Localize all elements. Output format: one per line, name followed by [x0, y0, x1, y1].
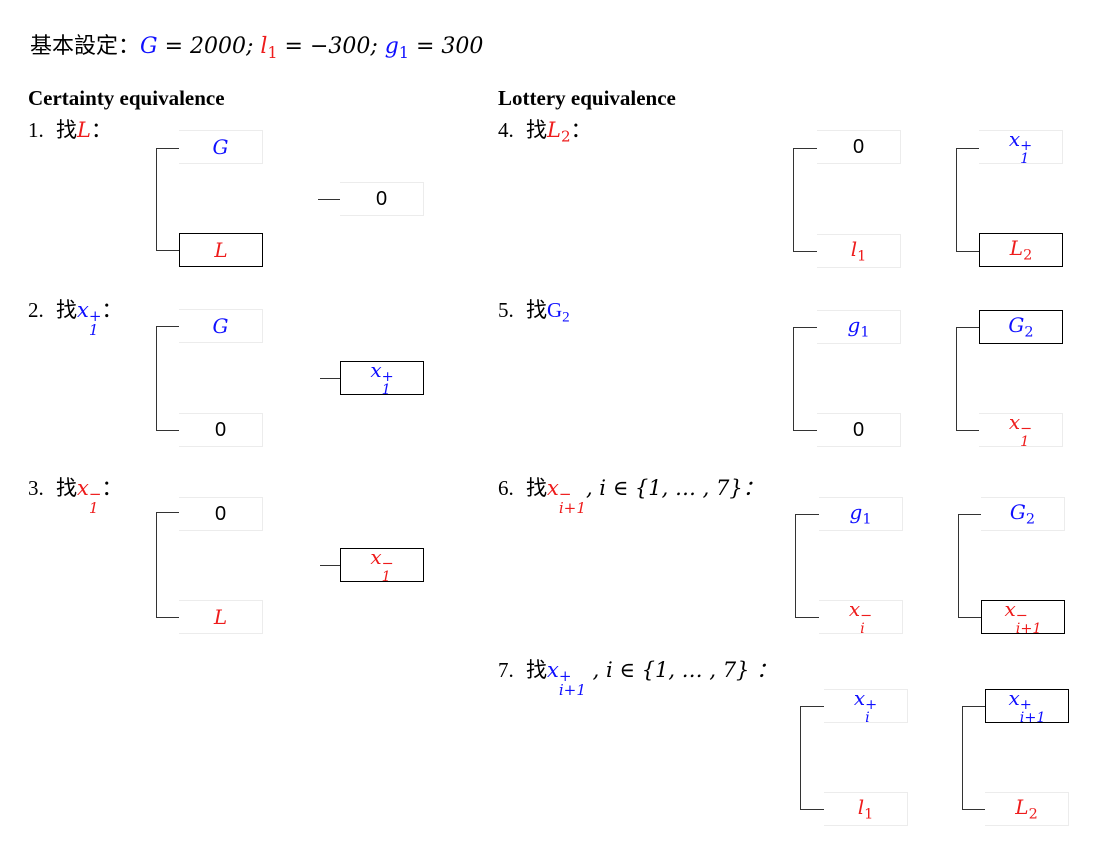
lottery-4a-branch-bottom — [793, 251, 817, 252]
settings-line: 基本設定：G = 2000; l1 = −300; g1 = 300 — [30, 28, 483, 62]
lottery-1-branch-top — [156, 148, 179, 149]
step-2-label: 2.找x+1： — [28, 298, 123, 340]
sure-1-outcome: 0 — [340, 182, 424, 216]
step-3-label: 3.找x−1： — [28, 476, 123, 518]
lottery-7a-outcome-gain: x+i — [824, 686, 908, 725]
lottery-4a-branch-top — [793, 148, 817, 149]
lottery-2-branch-top — [156, 326, 179, 327]
lottery-7a-branch-bottom — [800, 809, 824, 810]
lottery-6a-outcome-loss: x−i — [819, 597, 903, 636]
certainty-heading: Certainty equivalence — [28, 86, 225, 110]
lottery-7b-outcome-loss: L2 — [985, 792, 1069, 826]
l1-variable: l1 — [260, 34, 278, 62]
lottery-5a-branch-top — [793, 327, 817, 328]
G-value: = 2000; — [157, 34, 261, 59]
lottery-5a-stem — [793, 327, 794, 430]
l1-value: = −300; — [277, 34, 385, 59]
lottery-2-stem — [156, 326, 157, 430]
step-7-label: 7.找x+i+1 , i ∈ {1, … , 7} ： — [498, 658, 778, 700]
lottery-3-branch-bottom — [156, 617, 179, 618]
lottery-6a-branch-top — [795, 514, 819, 515]
sure-3-outcome-unknown: x−1 — [340, 545, 424, 584]
lottery-6b-outcome-gain: G2 — [981, 497, 1065, 531]
step-1-label: 1.找L： — [28, 118, 112, 142]
lottery-3-stem — [156, 512, 157, 617]
lottery-1-stem — [156, 148, 157, 250]
lottery-6b-branch-bottom — [958, 617, 981, 618]
lottery-3-outcome-zero: 0 — [179, 497, 263, 531]
G-variable: G — [140, 34, 158, 59]
lottery-2-branch-bottom — [156, 430, 179, 431]
lottery-5b-stem — [956, 327, 957, 430]
lottery-3-outcome-loss: L — [179, 600, 263, 634]
lottery-5a-branch-bottom — [793, 430, 817, 431]
lottery-3-branch-top — [156, 512, 179, 513]
lottery-7a-stem — [800, 706, 801, 809]
lottery-6a-stem — [795, 514, 796, 617]
lottery-4b-outcome-unknown: L2 — [979, 233, 1063, 267]
lottery-5b-branch-bottom — [956, 430, 979, 431]
sure-1-branch — [318, 199, 340, 200]
lottery-5b-outcome-loss: x−1 — [979, 410, 1063, 449]
lottery-5b-branch-top — [956, 327, 979, 328]
lottery-6a-branch-bottom — [795, 617, 819, 618]
lottery-5a-outcome-zero: 0 — [817, 413, 901, 447]
lottery-2-outcome-zero: 0 — [179, 413, 263, 447]
lottery-7b-stem — [962, 706, 963, 809]
sure-2-branch — [320, 378, 340, 379]
lottery-6b-stem — [958, 514, 959, 617]
lottery-1-outcome-unknown-loss: L — [179, 233, 263, 267]
lottery-5a-outcome-gain: g1 — [817, 310, 901, 344]
lottery-1-outcome-gain: G — [179, 130, 263, 164]
lottery-7b-outcome-unknown: x+i+1 — [985, 686, 1069, 725]
step-4-label: 4.找L2： — [498, 118, 592, 146]
lottery-4b-outcome-gain: x+1 — [979, 127, 1063, 166]
lottery-4b-branch-top — [956, 148, 979, 149]
lottery-7b-branch-top — [962, 706, 985, 707]
g1-variable: g1 — [384, 34, 409, 62]
lottery-7b-branch-bottom — [962, 809, 985, 810]
lottery-1-branch-bottom — [156, 250, 179, 251]
lottery-4a-stem — [793, 148, 794, 251]
sure-3-branch — [320, 565, 340, 566]
lottery-4a-outcome-loss: l1 — [817, 234, 901, 268]
lottery-4a-outcome-zero: 0 — [817, 130, 901, 164]
lottery-7a-branch-top — [800, 706, 824, 707]
sure-2-outcome-unknown: x+1 — [340, 358, 424, 397]
lottery-2-outcome-gain: G — [179, 309, 263, 343]
lottery-6b-branch-top — [958, 514, 981, 515]
lottery-7a-outcome-loss: l1 — [824, 792, 908, 826]
lottery-5b-outcome-unknown: G2 — [979, 310, 1063, 344]
lottery-6a-outcome-gain: g1 — [819, 497, 903, 531]
lottery-heading: Lottery equivalence — [498, 86, 676, 110]
step-5-label: 5.找G2 — [498, 298, 570, 326]
lottery-6b-outcome-unknown: x−i+1 — [981, 597, 1065, 636]
settings-prefix: 基本設定： — [30, 33, 141, 58]
lottery-4b-stem — [956, 148, 957, 251]
step-6-label: 6.找x−i+1, i ∈ {1, … , 7}： — [498, 476, 764, 518]
lottery-4b-branch-bottom — [956, 251, 979, 252]
g1-value: = 300 — [408, 34, 484, 59]
